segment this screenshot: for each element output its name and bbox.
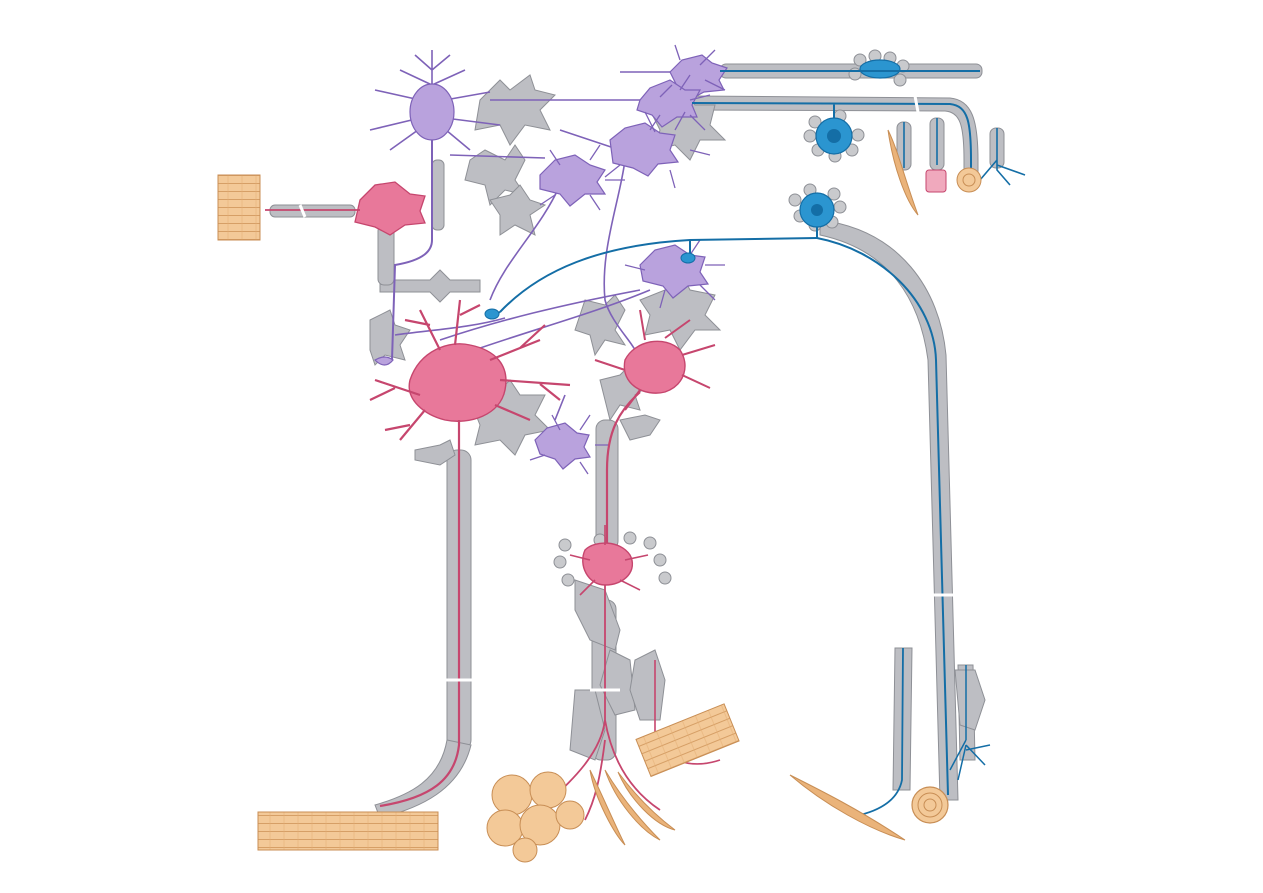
sensory-axon-inner [859, 647, 904, 816]
interneuron-dendrites [529, 44, 726, 475]
interneuron-soma-3 [636, 79, 701, 128]
astrocyte-6 [574, 294, 627, 357]
pacinian-corpuscle-top [956, 167, 982, 193]
glial-cells [269, 63, 1005, 819]
sensory-neurons [484, 59, 1026, 816]
sensory-soma-top [859, 59, 901, 79]
astrocyte-4 [489, 184, 547, 236]
sensory-axon-central [499, 237, 818, 313]
astrocyte-12 [619, 414, 661, 441]
pacinian-corpuscle [911, 786, 949, 824]
axon-breaks [298, 95, 960, 692]
motor-neuron-small-left [354, 181, 426, 236]
sensory-branch-right [949, 665, 991, 781]
interneuron-soma-6 [639, 244, 710, 299]
glia-lower-mid [629, 649, 666, 721]
motor-axon-left [379, 420, 461, 808]
motor-axon-middle [605, 391, 641, 545]
glia-column-mid [431, 159, 445, 231]
receptor-cell-top [925, 169, 947, 193]
smooth-muscle [589, 769, 676, 846]
ganglion-neuron-soma [582, 542, 633, 586]
ganglion-glia-2 [599, 649, 636, 716]
myelin-sheath-left-curve [374, 739, 472, 819]
muscle-spindle-top [887, 129, 919, 216]
gland-cells [486, 771, 585, 863]
motor-neuron-soma-middle [623, 340, 686, 394]
astrocyte-11 [414, 439, 456, 466]
myelin-sheath-sensory-long [819, 219, 959, 801]
interneuron-soma-4 [609, 122, 680, 177]
interneuron-soma-7 [534, 422, 591, 470]
muscle-spindle [789, 774, 906, 841]
skeletal-muscle-bottom [257, 811, 439, 851]
interneurons [369, 50, 670, 421]
motor-neuron-soma-large [408, 343, 507, 422]
interneuron-terminal-1 [374, 356, 394, 366]
glia-lower-right [954, 669, 986, 731]
sensory-axon-long [816, 227, 949, 796]
interneuron-soma-top [409, 83, 455, 141]
myelin-sheath-short [269, 204, 356, 218]
motor-neurons [265, 181, 721, 821]
skeletal-muscle-left [217, 174, 261, 241]
ganglion-glia [574, 579, 621, 651]
astrocyte-10 [369, 309, 411, 366]
astrocyte-9 [379, 269, 481, 303]
cardiac-muscle [635, 703, 740, 778]
effectors [217, 129, 982, 863]
interneuron-soma-5 [539, 154, 607, 207]
astrocyte-1 [474, 74, 556, 146]
